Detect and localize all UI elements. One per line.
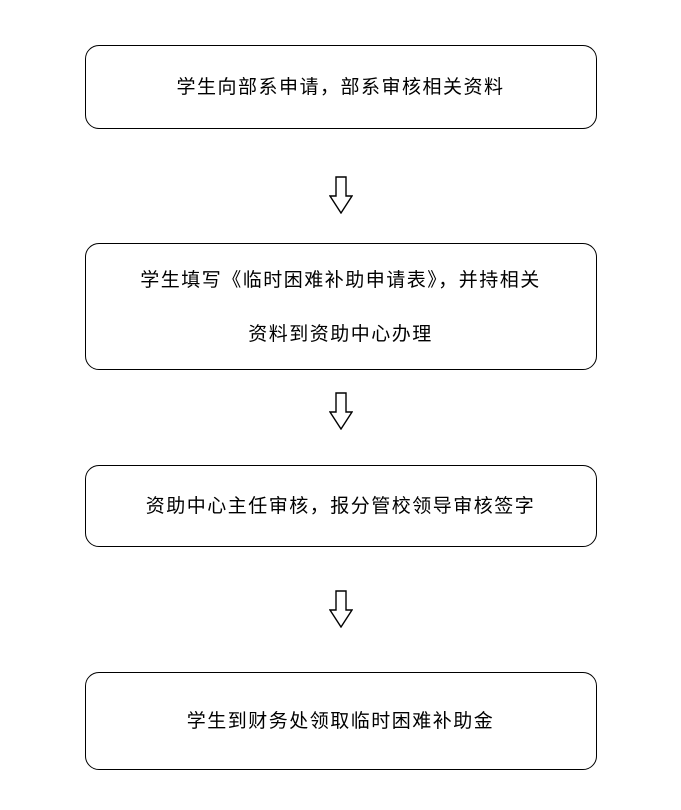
flowchart: 学生向部系申请，部系审核相关资料 学生填写《临时困难补助申请表》，并持相关 资料…: [84, 45, 597, 770]
flow-step-4-text: 学生到财务处领取临时困难补助金: [186, 710, 495, 732]
flow-step-4: 学生到财务处领取临时困难补助金: [84, 672, 597, 770]
flow-step-2-text: 学生填写《临时困难补助申请表》，并持相关 资料到资助中心办理: [140, 268, 541, 345]
down-arrow-icon: [328, 392, 353, 430]
flow-step-1: 学生向部系申请，部系审核相关资料: [84, 45, 597, 129]
down-arrow-icon: [328, 590, 353, 628]
flow-step-3-text: 资助中心主任审核，报分管校领导审核签字: [145, 495, 536, 517]
flow-step-3: 资助中心主任审核，报分管校领导审核签字: [84, 465, 597, 547]
down-arrow-icon: [328, 176, 353, 214]
flow-step-2: 学生填写《临时困难补助申请表》，并持相关 资料到资助中心办理: [84, 243, 597, 370]
flow-step-1-text: 学生向部系申请，部系审核相关资料: [176, 76, 505, 98]
